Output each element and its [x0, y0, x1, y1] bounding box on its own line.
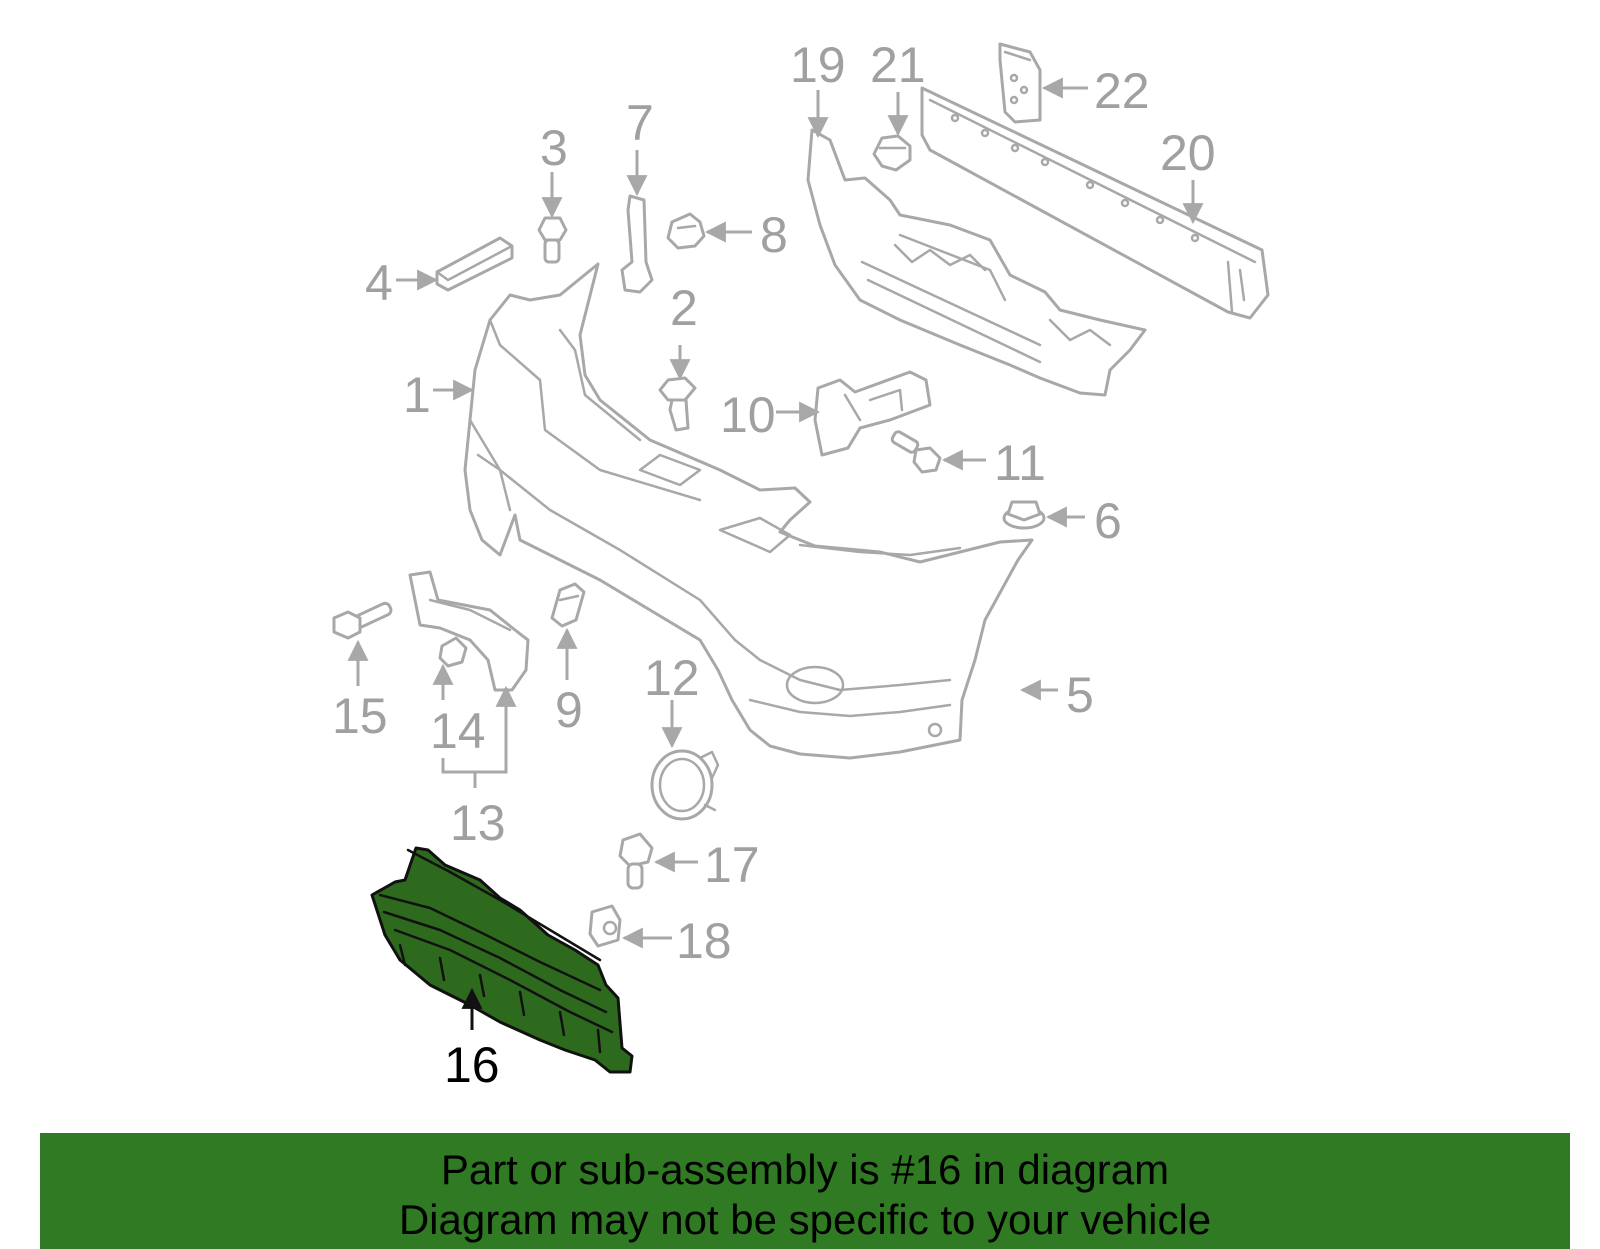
- callout-21: 21: [870, 37, 926, 93]
- callout-17: 17: [704, 837, 760, 893]
- clip-part-17[interactable]: [618, 832, 654, 890]
- reinforcement-bar-part[interactable]: [920, 86, 1270, 320]
- callout-19: 19: [790, 37, 846, 93]
- callout-11: 11: [994, 435, 1046, 491]
- fog-lamp-bezel-part[interactable]: [650, 749, 720, 821]
- clip-part-2[interactable]: [658, 376, 697, 432]
- callout-1: 1: [403, 367, 431, 423]
- callout-13: 13: [450, 795, 506, 851]
- bolt-part-11[interactable]: [890, 430, 942, 474]
- callout-15: 15: [332, 688, 388, 744]
- leader-lines: [347, 77, 1204, 1030]
- callout-22: 22: [1094, 63, 1150, 119]
- callout-18: 18: [676, 913, 732, 969]
- callout-9: 9: [555, 682, 583, 738]
- callout-20: 20: [1160, 125, 1216, 181]
- callout-6: 6: [1094, 493, 1122, 549]
- clip-part-8[interactable]: [666, 212, 706, 250]
- grille-part-highlighted[interactable]: [370, 846, 634, 1074]
- callout-3: 3: [540, 120, 568, 176]
- nut-part-6[interactable]: [1002, 500, 1046, 530]
- bumper-bracket-part[interactable]: [813, 370, 932, 457]
- callout-14: 14: [430, 703, 486, 759]
- splash-shield-part[interactable]: [408, 570, 530, 692]
- energy-absorber-part[interactable]: [806, 128, 1147, 397]
- bolt-part-15[interactable]: [332, 601, 393, 640]
- callout-2: 2: [670, 280, 698, 336]
- callout-labels: 1 2 3 4 5 6 7 8 9 10 11 12 13 14 15 16 1…: [332, 37, 1216, 1093]
- callout-12: 12: [644, 650, 700, 706]
- strip-part[interactable]: [435, 236, 514, 292]
- banner-line-part-number: Part or sub-assembly is #16 in diagram: [440, 1146, 1170, 1193]
- pad-part[interactable]: [550, 582, 586, 628]
- bolt-part-3[interactable]: [537, 216, 568, 264]
- nut-part[interactable]: [872, 134, 912, 172]
- callout-8: 8: [760, 207, 788, 263]
- clip-part-18[interactable]: [588, 904, 622, 948]
- callout-5: 5: [1066, 667, 1094, 723]
- callout-16: 16: [444, 1037, 500, 1093]
- banner-line-disclaimer: Diagram may not be specific to your vehi…: [398, 1196, 1212, 1243]
- bracket-part[interactable]: [998, 42, 1042, 124]
- clip-part-14[interactable]: [438, 636, 468, 668]
- stay-part[interactable]: [620, 194, 654, 294]
- callout-4: 4: [365, 255, 393, 311]
- bumper-cover-part[interactable]: [463, 262, 1034, 760]
- part-info-banner: Part or sub-assembly is #16 in diagram D…: [40, 1133, 1570, 1249]
- callout-10: 10: [720, 387, 776, 443]
- callout-7: 7: [626, 95, 654, 151]
